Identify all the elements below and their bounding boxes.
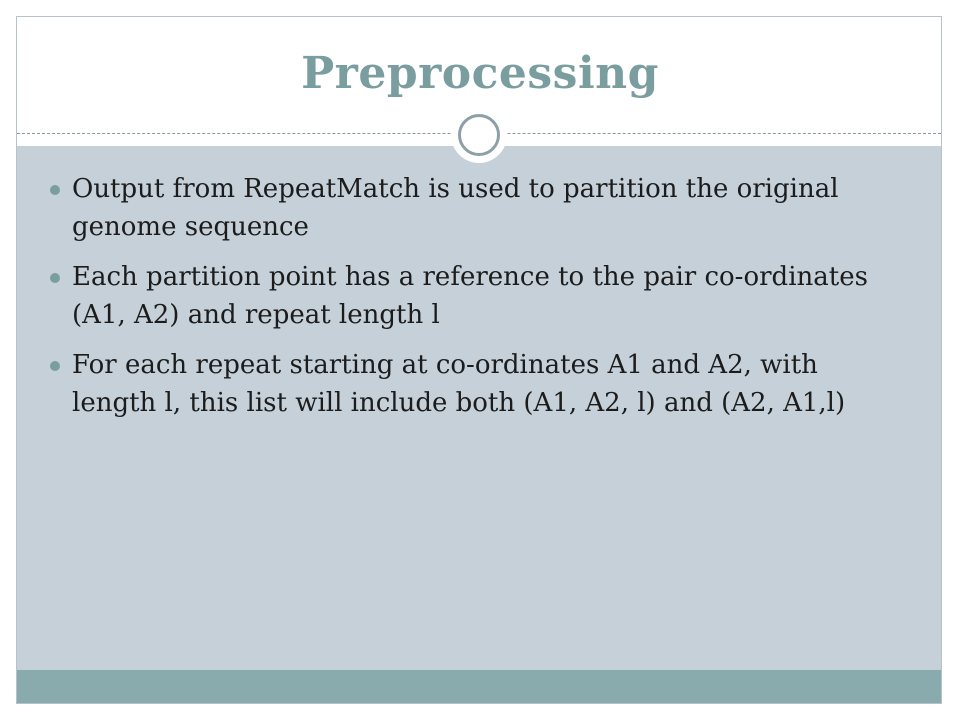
bullet-dot-icon [50,185,60,195]
slide-frame [16,16,942,704]
circle-ornament-icon [451,107,507,163]
bullet-item: Each partition point has a reference to … [48,258,908,334]
bullet-text: For each repeat starting at co-ordinates… [72,350,846,418]
bullet-item: For each repeat starting at co-ordinates… [48,346,908,422]
bullet-list: Output from RepeatMatch is used to parti… [48,170,908,434]
bullet-dot-icon [50,361,60,371]
circle-ornament-ring [458,114,500,156]
bottom-bar [17,670,941,703]
bullet-item: Output from RepeatMatch is used to parti… [48,170,908,246]
bullet-dot-icon [50,273,60,283]
content-area [17,146,941,670]
slide-title: Preprocessing [301,48,659,99]
bullet-text: Each partition point has a reference to … [72,262,868,330]
bullet-text: Output from RepeatMatch is used to parti… [72,174,839,242]
